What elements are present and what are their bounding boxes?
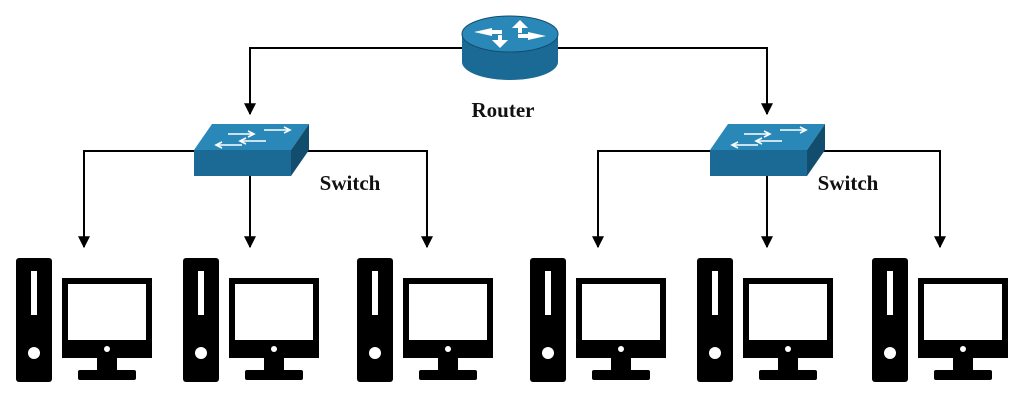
router-icon: [461, 15, 559, 80]
router-node: Router: [461, 15, 559, 122]
switch-icon: [194, 124, 309, 176]
computer-icon: [357, 258, 493, 382]
switch-left-to-computer-3-link: [306, 150, 433, 249]
switch-label-left: Switch: [320, 171, 381, 195]
switch-left-to-computer-1-link: [78, 150, 194, 249]
switch-node-right: Switch: [710, 124, 879, 195]
switch-right-to-computer-4-link: [592, 150, 710, 249]
computer-icon: [530, 258, 666, 382]
router-to-switch-left-link: [244, 47, 464, 116]
switch-node-left: Switch: [194, 124, 381, 195]
connections: [78, 47, 946, 249]
router-label: Router: [472, 98, 535, 122]
computer-icon: [16, 258, 152, 382]
switch-right-to-computer-6-link: [822, 150, 946, 249]
switch-label-right: Switch: [818, 171, 879, 195]
router-to-switch-right-link: [556, 47, 773, 116]
computer-icon: [183, 258, 319, 382]
switch-icon: [710, 124, 825, 176]
computers: [16, 258, 1008, 382]
computer-icon: [697, 258, 833, 382]
computer-icon: [872, 258, 1008, 382]
